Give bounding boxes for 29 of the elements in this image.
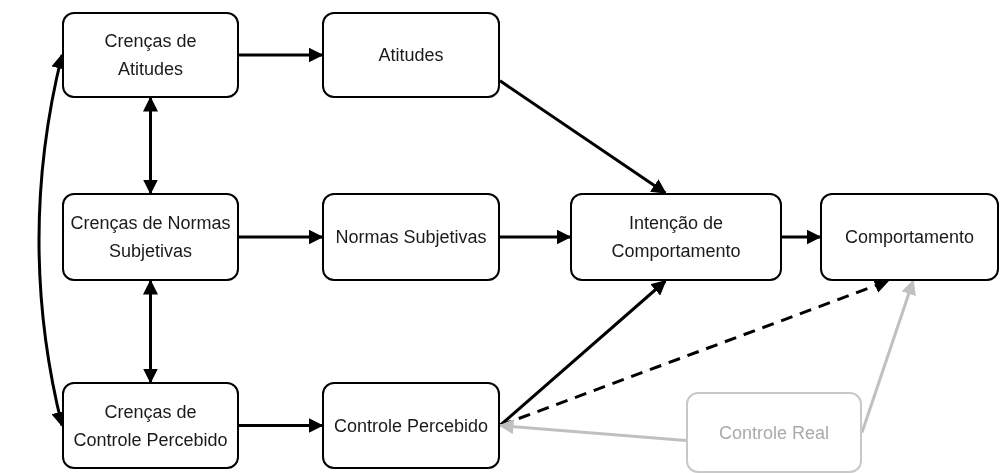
arrow [143,279,158,384]
box-label: Crenças de Normas Subjetivas [70,212,231,263]
process-box [62,12,239,98]
process-box [820,193,999,281]
box-label: Controle Percebido [333,414,489,438]
process-box [570,193,782,281]
arrow [782,229,822,245]
box-label: Atitudes [378,44,444,67]
arrow [239,229,324,245]
process-box [686,392,862,473]
arrow [239,47,324,63]
arrow [499,279,667,427]
arrow [498,419,687,443]
process-box [62,193,239,281]
process-box [322,382,500,469]
arrow [500,229,572,245]
box-label: Crenças de Controle Percebido [72,400,229,452]
process-box [322,193,500,281]
arrow [860,279,916,433]
box-label: Normas Subjetivas [335,226,487,249]
box-label: Comportamento [844,226,975,249]
arrow [143,96,158,195]
box-label: Crenças de Atitudes [103,30,198,81]
arrow [239,418,324,433]
box-label: Intenção de Comportamento [610,212,742,263]
process-box [62,382,239,469]
box-label: Controle Real [718,421,830,445]
arrow [499,79,667,195]
process-box [322,12,500,98]
